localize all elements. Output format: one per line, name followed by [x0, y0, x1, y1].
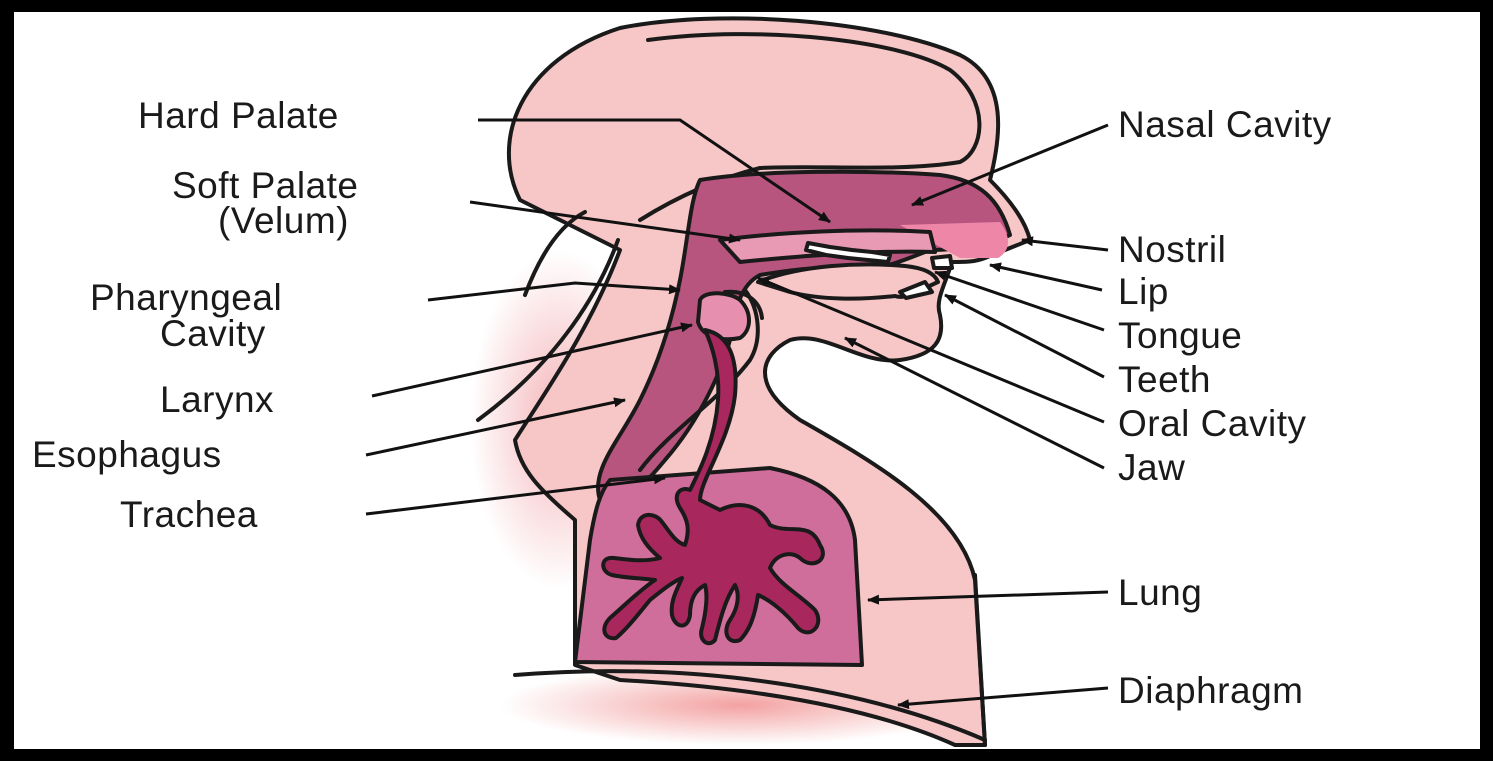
label-teeth: Teeth: [1118, 359, 1211, 400]
label-esophagus: Esophagus: [32, 434, 222, 475]
label-nasal-cavity: Nasal Cavity: [1118, 104, 1332, 145]
front-tooth-upper: [932, 256, 952, 268]
label-oral-cavity: Oral Cavity: [1118, 403, 1306, 444]
label-soft-palate-line2: (Velum): [218, 200, 349, 241]
label-jaw: Jaw: [1118, 447, 1185, 488]
label-pharyngeal-line1: Pharyngeal: [90, 277, 282, 318]
label-hard-palate: Hard Palate: [138, 95, 339, 136]
label-lip: Lip: [1118, 271, 1169, 312]
label-larynx: Larynx: [160, 379, 274, 420]
label-lung: Lung: [1118, 572, 1202, 613]
label-pharyngeal-line2: Cavity: [160, 313, 266, 354]
label-trachea: Trachea: [120, 494, 258, 535]
label-tongue: Tongue: [1118, 315, 1242, 356]
label-nostril: Nostril: [1118, 229, 1226, 270]
label-diaphragm: Diaphragm: [1118, 670, 1303, 711]
